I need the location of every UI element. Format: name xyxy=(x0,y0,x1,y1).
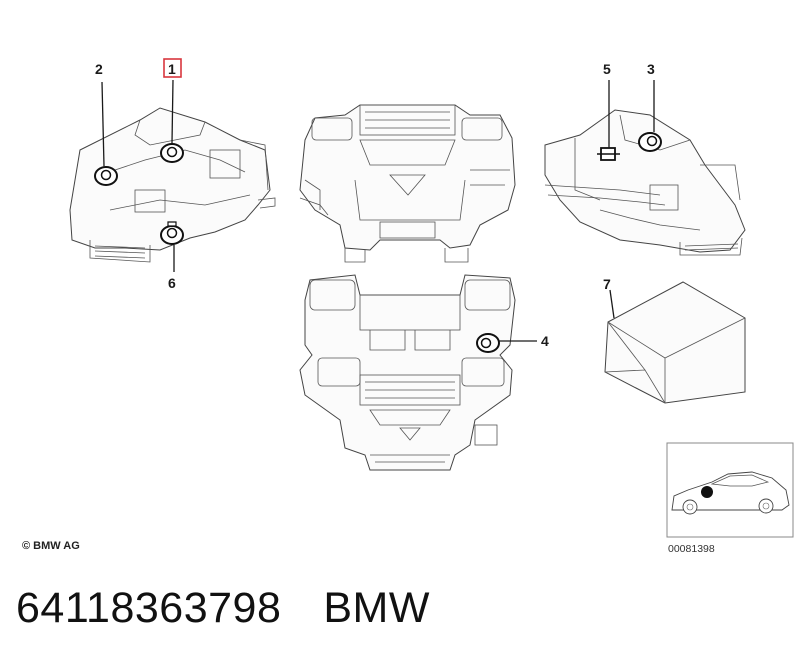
heater-unit-center-bottom xyxy=(299,274,516,471)
sensor-1 xyxy=(160,143,184,163)
heater-unit-center-top xyxy=(299,104,516,263)
callout-label-1: 1 xyxy=(168,61,176,77)
location-marker xyxy=(701,486,713,498)
sensor-6 xyxy=(160,221,184,245)
callout-line-7 xyxy=(609,289,615,319)
heater-unit-right xyxy=(544,109,746,256)
part-number: 64118363798 xyxy=(16,584,282,632)
callout-label-4: 4 xyxy=(541,333,549,349)
part-caption: 64118363798 BMW xyxy=(16,584,430,633)
heater-unit-left xyxy=(69,107,276,263)
callout-label-7: 7 xyxy=(603,276,611,292)
callout-label-6: 6 xyxy=(168,275,176,291)
diagram-reference-number: 00081398 xyxy=(668,543,715,555)
sensor-4 xyxy=(476,333,500,353)
sensor-3 xyxy=(638,132,662,152)
callout-label-2: 2 xyxy=(95,61,103,77)
copyright-notice: © BMW AG xyxy=(22,540,80,552)
callout-label-5: 5 xyxy=(603,61,611,77)
sensor-5 xyxy=(597,147,620,161)
locator-inset xyxy=(666,442,794,538)
car-outline xyxy=(671,471,790,515)
callout-line-2 xyxy=(101,81,105,167)
foam-pad-7 xyxy=(604,281,746,404)
sensor-2 xyxy=(94,166,118,186)
callout-highlight-box xyxy=(163,58,182,78)
callout-line-1 xyxy=(171,79,174,144)
callout-label-3: 3 xyxy=(647,61,655,77)
brand-name: BMW xyxy=(323,584,430,632)
